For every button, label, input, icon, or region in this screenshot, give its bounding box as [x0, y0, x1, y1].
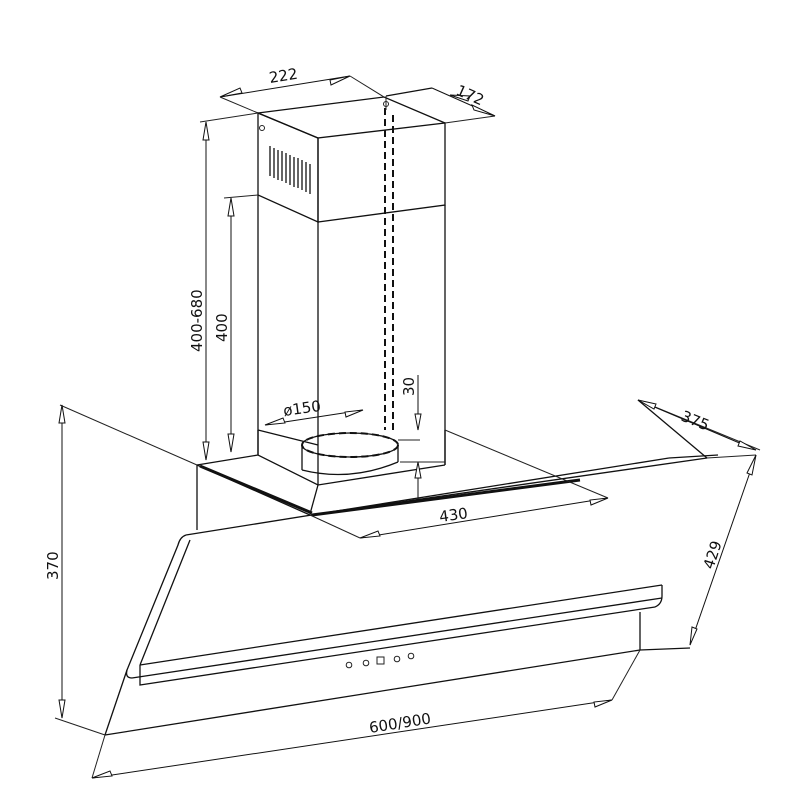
- height-range-label: 400-680: [188, 289, 206, 352]
- hood-body: [196, 399, 708, 530]
- dimension-glass-height: 429: [689, 454, 757, 646]
- vent-grille-icon: [269, 146, 311, 194]
- chimney-width-label: 222: [268, 65, 299, 87]
- dimension-height-range: 400-680: [188, 112, 259, 461]
- air-outlet-collar: [301, 432, 399, 476]
- dimension-chimney-depth: 172: [385, 81, 496, 124]
- chimney-depth-label: 172: [453, 81, 486, 109]
- dimension-hood-width: 600/900: [91, 649, 641, 779]
- chimney-inner-duct: [257, 108, 446, 485]
- glass-panel: [104, 454, 719, 736]
- control-button-icon: [345, 652, 415, 669]
- glass-height-label: 429: [700, 538, 726, 571]
- hood-width-label: 600/900: [368, 709, 432, 737]
- dimension-hood-height: 370: [44, 404, 106, 736]
- chimney-height-label: 400: [213, 313, 231, 342]
- chimney-cover: [257, 96, 446, 224]
- hood-top-plate: [196, 429, 446, 515]
- dimension-hood-depth: 375: [59, 399, 761, 466]
- dimension-outlet-diameter: ø150: [264, 397, 364, 426]
- dimension-outlet-offset: 30: [398, 375, 445, 500]
- outlet-offset-label: 30: [400, 377, 418, 396]
- dimension-chimney-width: 222: [219, 65, 385, 114]
- dimension-chimney-height: 400: [213, 194, 259, 453]
- outlet-diameter-label: ø150: [282, 397, 322, 420]
- dimension-top-depth: 430: [309, 429, 609, 539]
- hood-height-label: 370: [44, 551, 62, 580]
- hood-depth-label: 375: [679, 407, 712, 434]
- top-depth-label: 430: [438, 504, 469, 526]
